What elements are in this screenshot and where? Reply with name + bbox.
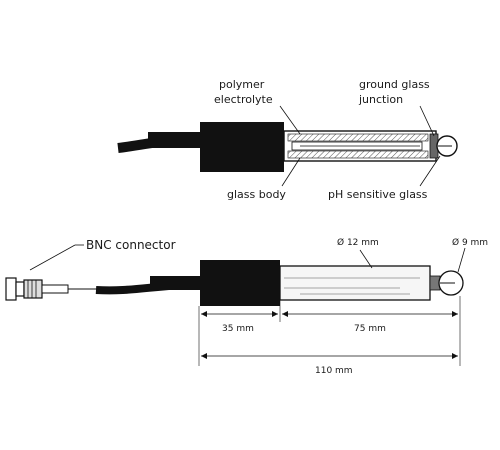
dim-cap-label: 35 mm xyxy=(222,324,254,334)
polymer-label-2: electrolyte xyxy=(214,93,273,106)
top-cable-strain-relief xyxy=(148,132,200,148)
bottom-strain-relief xyxy=(150,276,200,290)
dim-total-arrow xyxy=(201,353,458,359)
diam-tip-callout-line xyxy=(457,247,466,273)
ground-glass-label-1: ground glass xyxy=(359,78,430,91)
ph-glass-label: pH sensitive glass xyxy=(328,188,428,201)
ph-glass-callout-line xyxy=(419,155,441,187)
bnc-connector xyxy=(5,277,98,301)
bnc-callout-line xyxy=(29,244,76,271)
ground-glass-label-2: junction xyxy=(358,93,403,106)
polymer-label-1: polymer xyxy=(219,78,265,91)
top-electrolyte-lower xyxy=(287,150,429,159)
glass-body-callout-line xyxy=(281,157,301,187)
bnc-label: BNC connector xyxy=(86,238,176,252)
junction-callout-line xyxy=(419,105,435,137)
top-probe: polymer electrolyte ground glass junctio… xyxy=(117,78,458,201)
bottom-glass-body xyxy=(279,265,431,301)
polymer-callout-line xyxy=(279,105,301,135)
bottom-probe: BNC connector Ø 12 mm Ø 9 mm 35 mm 75 mm… xyxy=(5,237,488,376)
dim-cap-arrow xyxy=(201,311,278,317)
top-electrolyte-upper xyxy=(287,133,429,142)
dim-glass-label: 75 mm xyxy=(354,324,386,334)
bottom-cap xyxy=(200,260,280,306)
dim-total-label: 110 mm xyxy=(315,366,353,376)
dim-glass-arrow xyxy=(282,311,458,317)
diameter-body-label: Ø 12 mm xyxy=(337,237,379,248)
top-cap xyxy=(200,122,284,172)
diam-body-callout-line xyxy=(359,249,373,269)
diameter-tip-label: Ø 9 mm xyxy=(452,237,488,248)
glass-body-label: glass body xyxy=(227,188,286,201)
